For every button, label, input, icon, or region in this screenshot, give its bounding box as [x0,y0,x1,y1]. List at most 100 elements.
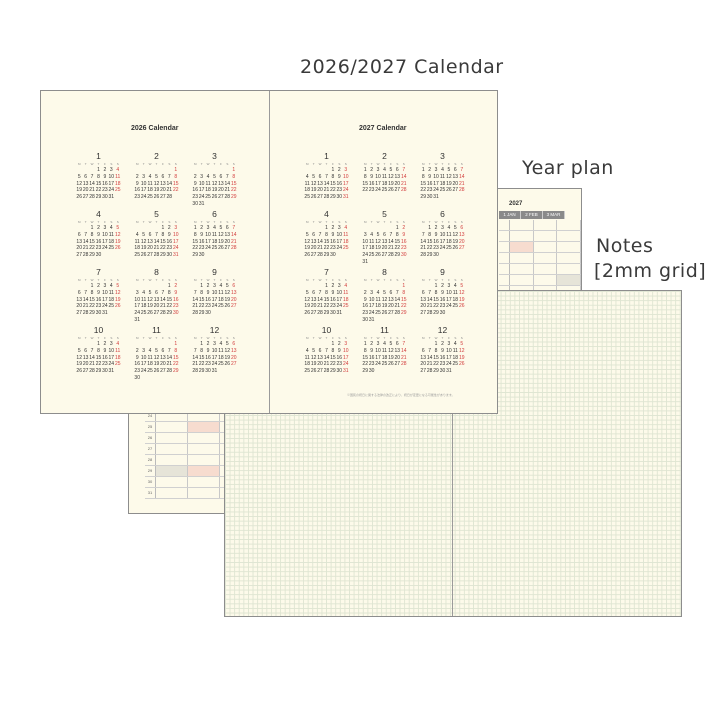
plan-cell[interactable] [534,220,558,230]
day-cell: 3 [441,225,444,231]
plan-cell[interactable] [510,264,534,274]
plan-cell[interactable] [557,264,582,274]
plan-cell[interactable] [510,253,534,263]
day-cell: 14 [89,354,95,361]
day-cell: 23 [426,187,433,194]
day-cell: 28 [388,252,394,259]
weekday-label: S [454,220,457,224]
plan-cell[interactable] [510,231,534,241]
day-cell: 3 [135,289,139,296]
day-cell: 11 [211,231,218,238]
day-cell: 13 [218,180,224,187]
day-cell: 9 [441,347,444,354]
plan-cell[interactable] [557,242,582,252]
weekday-label: T [142,336,145,340]
plan-cell[interactable] [188,455,221,465]
day-cell: 6 [312,289,316,296]
weekday-label: F [447,220,450,224]
plan-cell[interactable] [534,264,558,274]
day-cell: 28 [323,194,330,201]
plan-cell[interactable] [156,411,189,421]
day-cell: 12 [224,289,231,296]
day-cell: 10 [433,173,439,180]
weekday-label: T [213,220,216,224]
day-cell: 17 [336,296,343,303]
plan-cell[interactable] [156,488,189,498]
plan-cell[interactable] [510,275,534,285]
plan-cell[interactable] [188,422,221,432]
day-cell: 21 [388,245,394,252]
weekday-label: F [161,278,164,282]
plan-cell[interactable] [557,253,582,263]
plan-cell[interactable] [510,242,534,252]
plan-row-number: 30 [145,477,156,487]
day-cell: 13 [310,296,317,303]
plan-cell[interactable] [534,242,558,252]
day-cell: 14 [192,296,198,303]
day-cell: 14 [394,296,401,303]
plan-cell[interactable] [156,433,189,443]
plan-cell[interactable] [188,466,221,476]
day-cell: 27 [381,252,388,259]
weekday-label: S [402,162,405,166]
day-cell: 29 [172,368,179,375]
plan-cell[interactable] [188,444,221,454]
day-cell: 22 [89,303,95,310]
day-cell: 31 [446,368,452,375]
day-cell: 17 [211,296,218,303]
plan-cell[interactable] [188,433,221,443]
plan-cell[interactable] [156,455,189,465]
day-cell: 12 [218,231,224,238]
day-cell: 23 [95,245,102,252]
day-cell: 15 [330,354,336,361]
day-cell: 19 [153,187,160,194]
plan-cell[interactable] [510,220,534,230]
day-cell: 25 [147,194,153,201]
plan-cell[interactable] [156,477,189,487]
day-cell: 4 [376,289,380,296]
plan-cell[interactable] [534,253,558,263]
plan-cell[interactable] [534,231,558,241]
plan-cell[interactable] [156,422,189,432]
day-cell: 27 [420,310,426,317]
day-cell: 2 [103,167,107,173]
plan-cell[interactable] [156,444,189,454]
plan-cell[interactable] [557,231,582,241]
weekday-label: S [168,220,171,224]
day-cell: 10 [362,238,368,245]
day-cell: 5 [453,225,457,231]
day-cell: 22 [192,245,198,252]
plan-cell[interactable] [188,488,221,498]
plan-cell[interactable] [188,477,221,487]
day-cell: 11 [381,173,388,180]
day-cell: 9 [200,231,204,238]
plan-cell[interactable] [557,275,582,285]
day-cell: 18 [381,180,388,187]
weekday-label: T [155,336,158,340]
plan-cell[interactable] [188,411,221,421]
day-cell: 3 [337,283,341,289]
day-cell: 10 [336,231,343,238]
weekday-label: S [396,220,399,224]
day-cell: 7 [193,347,197,354]
plan-cell[interactable] [156,466,189,476]
weekday-label: S [338,162,341,166]
weekday-label: M [363,220,367,224]
day-cell: 6 [318,173,322,180]
day-cell: 2 [402,225,406,231]
day-cell: 17 [375,354,381,361]
day-cell: 28 [317,310,323,317]
day-cell [401,259,407,266]
day-cell: 29 [433,368,439,375]
day-cell: 4 [116,167,120,173]
plan-cell[interactable] [534,275,558,285]
plan-cell[interactable] [557,220,582,230]
